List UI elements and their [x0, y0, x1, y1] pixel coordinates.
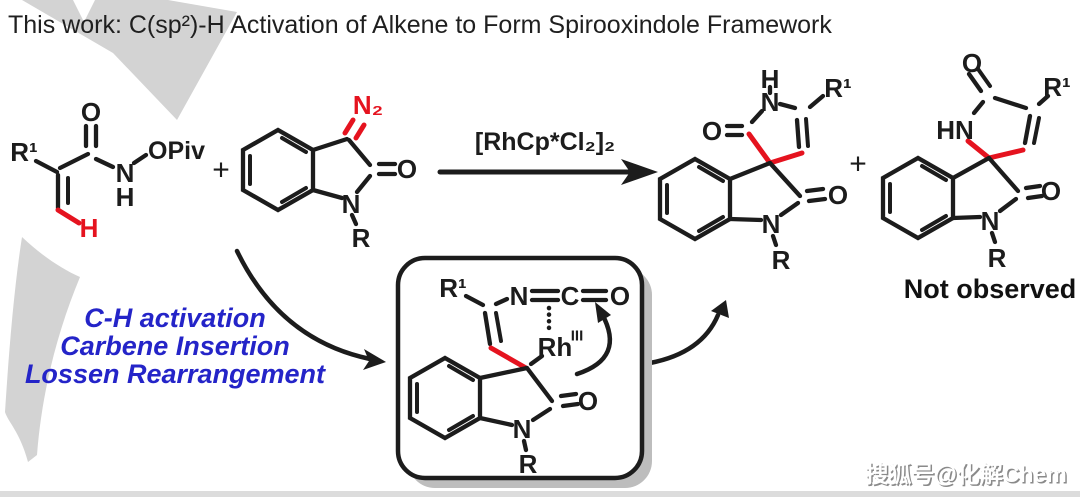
atom-r: R [772, 245, 791, 275]
atom-r: R [352, 223, 371, 253]
not-observed-caption: Not observed [904, 274, 1077, 304]
vinyl-h-red: H [80, 213, 99, 243]
atom-o: O [397, 154, 417, 184]
mechanism-steps: C-H activation Carbene Insertion Lossen … [25, 303, 326, 389]
atom-opiv: OPiv [148, 137, 205, 165]
watermark-swoosh-left [5, 237, 80, 462]
watermark-swoosh-top [22, 0, 237, 120]
atom-o-right: O [828, 180, 848, 210]
atom-o-right: O [578, 386, 598, 416]
atom-r1: R¹ [10, 137, 37, 167]
curved-arrow-to-product [647, 300, 729, 366]
atom-o-right: O [1041, 176, 1061, 206]
plus-reactants: + [212, 154, 230, 187]
atom-n-bottom: N [513, 414, 532, 444]
intermediate-box: R¹ N C O Rh III O N R [395, 255, 652, 488]
atom-n: N [761, 87, 780, 117]
rh-center: Rh [538, 332, 573, 362]
structure-unobserved-product: O HN R¹ O N R Not observed [880, 48, 1077, 304]
structure-spiro-product: H N R¹ O O N R [657, 64, 852, 275]
atom-r: R [519, 449, 538, 479]
diazo-n2: N₂ [353, 90, 383, 120]
catalyst-label: [RhCp*Cl₂]₂ [475, 128, 615, 156]
atom-o-left: O [702, 116, 722, 146]
mechanism-step-1: C-H activation [84, 303, 266, 333]
atom-o: O [610, 281, 630, 311]
atom-r1: R¹ [824, 73, 851, 103]
plus-products: + [849, 148, 867, 181]
atom-n: N [116, 158, 135, 188]
bottom-strip [0, 491, 1080, 497]
atom-h: H [761, 64, 780, 94]
atom-hn: HN [936, 115, 974, 145]
atom-nh: H [116, 182, 135, 212]
atom-n-bottom: N [981, 206, 1000, 236]
site-watermark: 搜狐号@化解Chem 搜狐号@化解Chem [865, 461, 1068, 489]
watermark-text: 搜狐号@化解Chem [865, 461, 1066, 487]
atom-r: R [988, 243, 1007, 273]
structure-enamide: R¹ O N H OPiv H [10, 97, 205, 243]
atom-c: C [561, 281, 580, 311]
atom-n: N [510, 281, 529, 311]
curved-arrow-to-intermediate [234, 248, 386, 370]
reaction-arrow: [RhCp*Cl₂]₂ [437, 128, 658, 185]
structure-diazo-oxindole: N₂ O N R [240, 90, 417, 253]
mechanism-step-3: Lossen Rearrangement [25, 359, 326, 389]
atom-o-top: O [962, 48, 982, 78]
atom-o: O [81, 97, 101, 127]
mechanism-step-2: Carbene Insertion [60, 331, 290, 361]
atom-n: N [342, 189, 361, 219]
atom-r1: R¹ [1043, 72, 1070, 102]
atom-n-bottom: N [762, 209, 781, 239]
scheme-title: This work: C(sp²)-H Activation of Alkene… [8, 11, 832, 39]
atom-r1: R¹ [439, 273, 466, 303]
watermark-shadow: 搜狐号@化解Chem [867, 463, 1068, 489]
rh-oxidation-state: III [571, 328, 584, 345]
